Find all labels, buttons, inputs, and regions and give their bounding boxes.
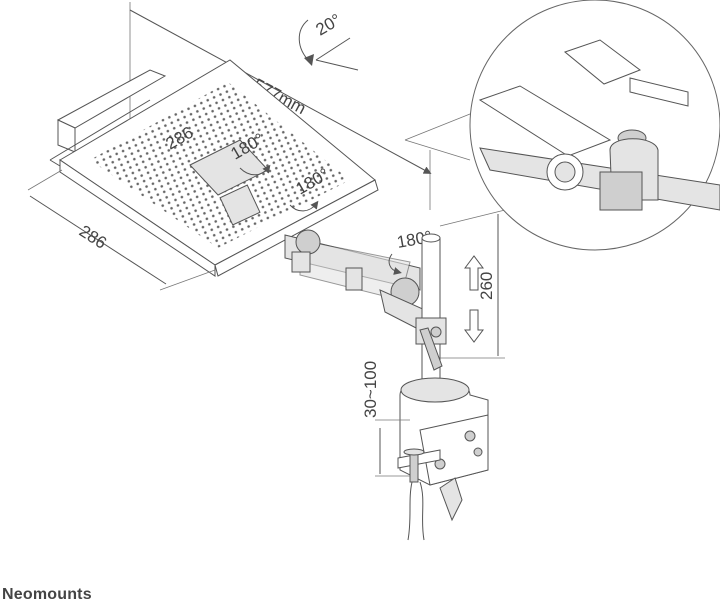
laptop-tray: 286 180° 180°	[49, 59, 379, 277]
desk-thickness-dimension: 30~100	[361, 361, 410, 477]
height-label: 260	[477, 272, 496, 300]
mount-arm: 180°	[284, 227, 433, 331]
brand-logo: Neomounts	[2, 586, 92, 603]
tilt-label: 20°	[313, 10, 345, 39]
tilt-indicator: 20°	[298, 10, 359, 71]
desk-clamp	[397, 377, 489, 541]
desk-thickness-label: 30~100	[361, 361, 380, 418]
height-dimension: 260	[439, 209, 506, 359]
mount-pole	[415, 233, 447, 389]
tray-width-label: 286	[76, 221, 110, 252]
detail-callout	[404, 0, 720, 251]
